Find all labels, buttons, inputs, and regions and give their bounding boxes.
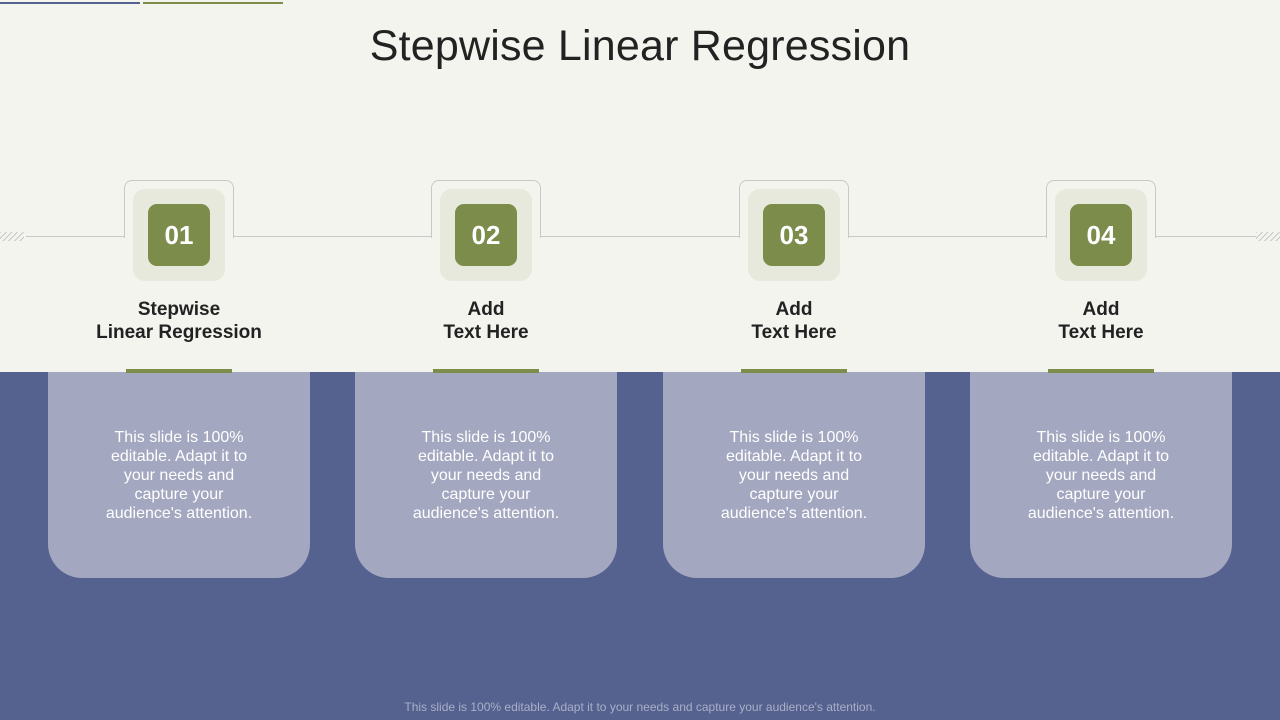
top-accent-bar-blue: [0, 2, 140, 4]
step-card: This slide is 100% editable. Adapt it to…: [355, 369, 617, 578]
step-badge: 02: [440, 189, 532, 281]
step-heading-line1: Add: [775, 299, 813, 320]
step-card-text: This slide is 100% editable. Adapt it to…: [1027, 429, 1175, 522]
timeline-line: [26, 236, 1256, 237]
step-heading-line1: Add: [467, 299, 505, 320]
step-heading-line2: Text Here: [751, 322, 837, 343]
step-heading: Add Text Here: [663, 298, 925, 344]
card-accent-bar: [126, 369, 232, 373]
step-badge: 03: [748, 189, 840, 281]
step-heading: Add Text Here: [970, 298, 1232, 344]
step-card-text: This slide is 100% editable. Adapt it to…: [412, 429, 560, 522]
step-heading-line2: Linear Regression: [96, 322, 262, 343]
step-card: This slide is 100% editable. Adapt it to…: [970, 369, 1232, 578]
step-heading-line1: Stepwise: [137, 299, 221, 320]
timeline-hatch-right: [1256, 232, 1280, 241]
step-heading: Add Text Here: [355, 298, 617, 344]
step-card-text: This slide is 100% editable. Adapt it to…: [105, 429, 253, 522]
top-accent-bar-green: [143, 2, 283, 4]
step-heading-line1: Add: [1082, 299, 1120, 320]
step-badge: 04: [1055, 189, 1147, 281]
card-accent-bar: [1048, 369, 1154, 373]
step-badge: 01: [133, 189, 225, 281]
slide-title: Stepwise Linear Regression: [369, 22, 911, 70]
step-number: 01: [148, 204, 210, 266]
step-heading-line2: Text Here: [443, 322, 529, 343]
step-number: 04: [1070, 204, 1132, 266]
step-heading: Stepwise Linear Regression: [48, 298, 310, 344]
timeline-hatch-left: [0, 232, 24, 241]
step-heading-line2: Text Here: [1058, 322, 1144, 343]
step-card-text: This slide is 100% editable. Adapt it to…: [720, 429, 868, 522]
card-accent-bar: [433, 369, 539, 373]
footer-note: This slide is 100% editable. Adapt it to…: [404, 700, 876, 714]
step-number: 03: [763, 204, 825, 266]
card-accent-bar: [741, 369, 847, 373]
step-card: This slide is 100% editable. Adapt it to…: [663, 369, 925, 578]
step-card: This slide is 100% editable. Adapt it to…: [48, 369, 310, 578]
step-number: 02: [455, 204, 517, 266]
